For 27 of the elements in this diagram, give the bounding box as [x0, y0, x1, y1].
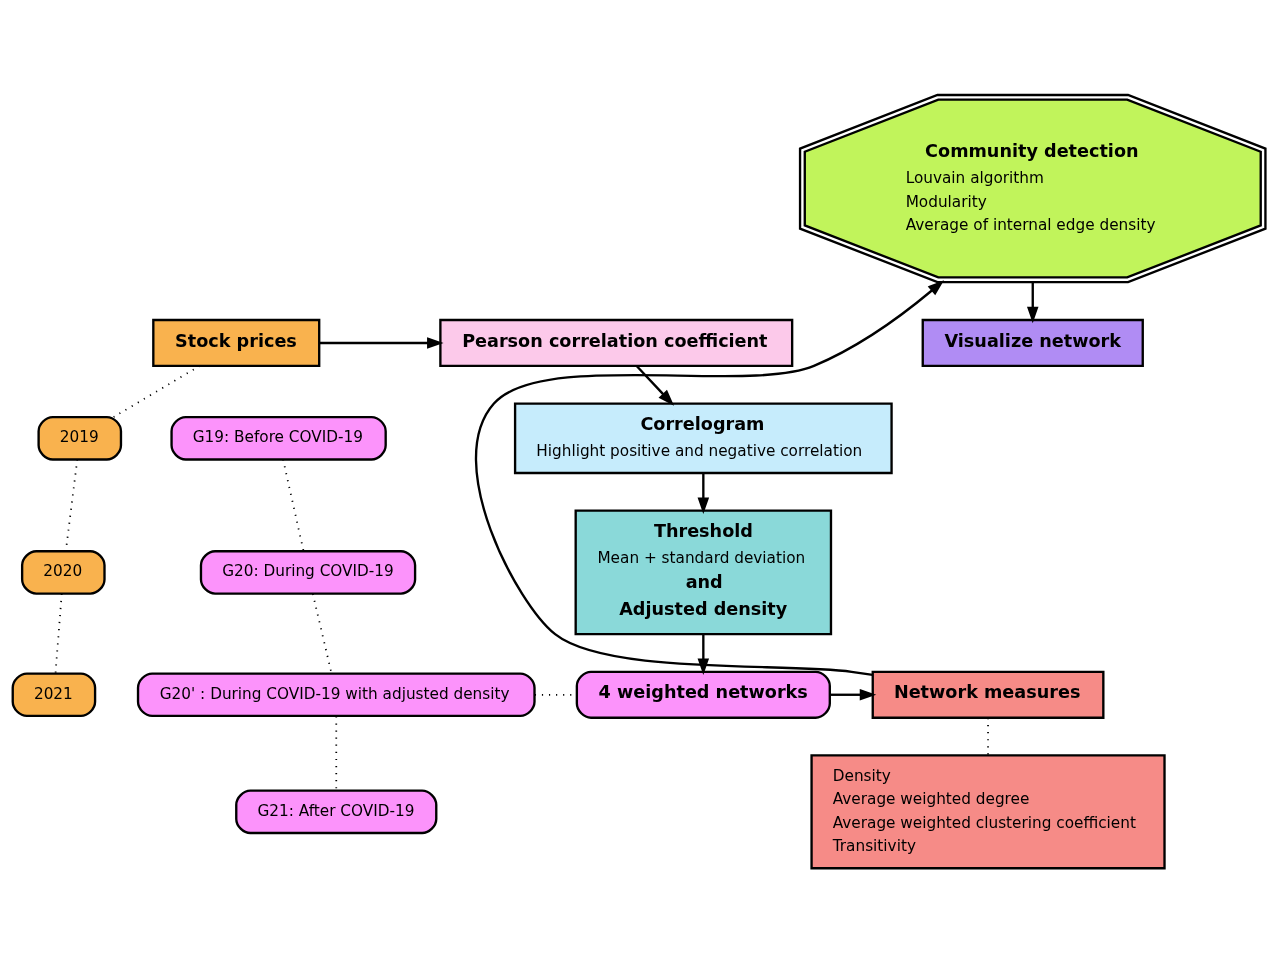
- arrow: [830, 688, 877, 701]
- arrow: [636, 364, 675, 406]
- node-box: G20: During COVID-19: [199, 549, 417, 595]
- connector: [311, 592, 333, 674]
- node-box: G21: After COVID-19: [235, 788, 438, 834]
- arrow: [474, 279, 945, 676]
- node-box: Stock prices: [152, 318, 321, 367]
- node-box: Pearson correlation coefficient: [439, 318, 794, 367]
- node-box: Visualize network: [921, 318, 1144, 367]
- connector: [335, 715, 338, 791]
- node-box: Network measures: [871, 670, 1105, 719]
- arrow: [319, 336, 444, 349]
- node-box: 2019: [37, 415, 123, 461]
- node-box: 2021: [11, 671, 97, 717]
- node-box: 4 weighted networks: [575, 670, 831, 719]
- connector: [54, 592, 63, 674]
- node-box: 2020: [20, 549, 106, 595]
- arrow: [697, 472, 710, 514]
- arrow: [1026, 281, 1039, 323]
- arrow: [697, 633, 710, 675]
- node-box: G20' : During COVID-19 with adjusted density: [136, 671, 536, 717]
- connector: [282, 458, 305, 552]
- node-box: Threshold Mean + standard deviation and Adjusted density: [574, 508, 833, 635]
- connector: [112, 364, 201, 418]
- node-box: Density Average weighted degree Average weighted clustering coefficient Transitivity: [810, 753, 1166, 869]
- node-box: Correlogram Highlight positive and negative correlation: [513, 401, 893, 474]
- node-box: G19: Before COVID-19: [170, 415, 387, 461]
